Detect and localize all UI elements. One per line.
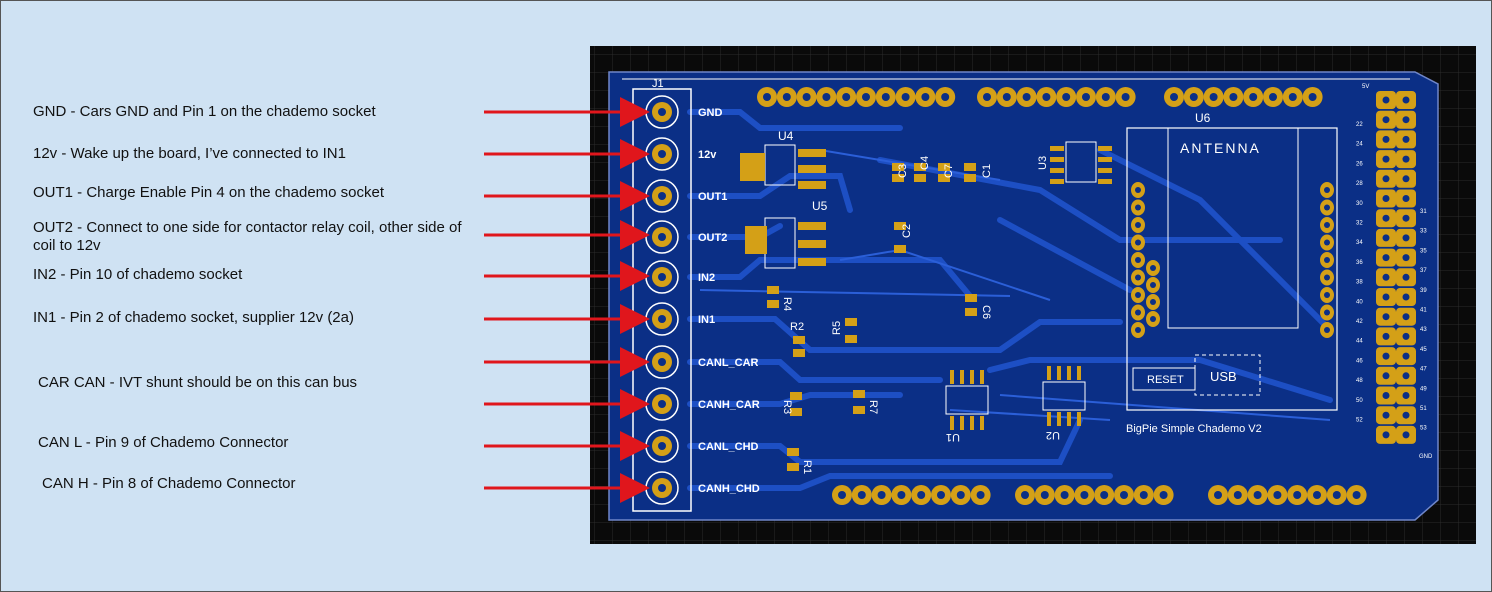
ic-u3 — [1050, 141, 1112, 184]
header-number: 52 — [1356, 418, 1363, 424]
header-number: 32 — [1356, 221, 1363, 227]
terminal-pin-label: CANL_CAR — [698, 357, 759, 369]
gnd-pin-label: GND — [1419, 454, 1433, 460]
label-in2: IN2 - Pin 10 of chademo socket — [33, 266, 243, 283]
header-number: 30 — [1356, 201, 1363, 207]
label-out2: OUT2 - Connect to one side for contactor… — [33, 219, 462, 254]
header-number: 41 — [1420, 308, 1427, 314]
header-number: 33 — [1420, 229, 1427, 235]
ref-r7: R7 — [867, 400, 879, 414]
header-number: 49 — [1420, 386, 1427, 392]
header-number: 48 — [1356, 378, 1363, 384]
header-number: 28 — [1356, 181, 1363, 187]
terminal-pin-label: CANL_CHD — [698, 441, 759, 453]
ref-r5: R5 — [831, 321, 843, 335]
label-can-l: CAN L - Pin 9 of Chademo Connector — [38, 434, 289, 451]
antenna-label: ANTENNA — [1180, 140, 1261, 156]
header-number: 34 — [1356, 240, 1363, 246]
header-number: 38 — [1356, 280, 1363, 286]
module-header-left — [1131, 182, 1160, 338]
terminal-pin-label: OUT2 — [698, 232, 727, 244]
ref-r1: R1 — [801, 460, 813, 474]
board-title: BigPie Simple Chademo V2 — [1126, 423, 1262, 435]
label-can-h: CAN H - Pin 8 of Chademo Connector — [42, 475, 296, 492]
terminal-pin-label: CANH_CHD — [698, 483, 760, 495]
capacitors-cluster — [892, 163, 976, 182]
header-number: 42 — [1356, 319, 1363, 325]
terminal-pin-label: 12v — [698, 149, 717, 161]
header-number: 43 — [1420, 327, 1427, 333]
header-number: 31 — [1420, 209, 1427, 215]
header-number: 40 — [1356, 299, 1363, 305]
annotation-arrows — [484, 97, 650, 503]
j1-ref: J1 — [652, 78, 664, 90]
ref-c6: C6 — [980, 305, 992, 319]
label-12v: 12v - Wake up the board, I’ve connected … — [33, 145, 346, 162]
header-top-comm — [1164, 87, 1323, 107]
terminal-pin-label: GND — [698, 107, 723, 119]
module-u6 — [1126, 127, 1338, 411]
header-right-digital — [1376, 91, 1416, 444]
label-gnd: GND - Cars GND and Pin 1 on the chademo … — [33, 103, 376, 120]
header-right-numbers: 22 24 26 28 30 32 34 36 38 40 42 44 46 48 50 52 31 33 35 37… — [1356, 122, 1427, 432]
ref-u5: U5 — [812, 199, 828, 213]
header-number: 44 — [1356, 339, 1363, 345]
ref-r3: R3 — [781, 400, 793, 414]
header-number: 22 — [1356, 122, 1363, 128]
header-number: 36 — [1356, 260, 1363, 266]
header-bottom-power — [832, 485, 991, 505]
terminal-pin-label: IN2 — [698, 272, 715, 284]
label-car-can: CAR CAN - IVT shunt should be on this ca… — [38, 374, 358, 391]
ref-r2: R2 — [790, 321, 804, 333]
header-number: 39 — [1420, 288, 1427, 294]
header-top-power — [757, 87, 956, 107]
label-out1: OUT1 - Charge Enable Pin 4 on the chadem… — [33, 184, 385, 201]
ref-c2: C2 — [901, 224, 913, 238]
header-number: 24 — [1356, 142, 1363, 148]
module-header-right — [1320, 182, 1334, 338]
header-number: 47 — [1420, 367, 1427, 373]
header-number: 51 — [1420, 406, 1427, 412]
ref-c4: C4 — [919, 156, 931, 170]
ref-u2: U2 — [1046, 429, 1060, 441]
header-number: 26 — [1356, 161, 1363, 167]
label-in1: IN1 - Pin 2 of chademo socket, supplier … — [33, 309, 354, 326]
header-number: 45 — [1420, 347, 1427, 353]
ic-u2 — [1042, 366, 1086, 426]
pcb-traces — [687, 109, 1333, 491]
ref-u1: U1 — [946, 431, 960, 443]
ic-u1 — [945, 370, 989, 430]
terminal-pin-label: IN1 — [698, 314, 715, 326]
header-number: 35 — [1420, 248, 1427, 254]
regulator-u5 — [745, 217, 826, 269]
usb-label: USB — [1210, 369, 1237, 384]
ref-u3: U3 — [1037, 156, 1049, 170]
header-number: 46 — [1356, 358, 1363, 364]
ref-c3: C3 — [897, 164, 909, 178]
ref-r4: R4 — [781, 297, 793, 311]
header-number: 53 — [1420, 426, 1427, 432]
regulator-u4 — [740, 144, 826, 189]
ref-c1: C1 — [981, 164, 993, 178]
header-top-digital — [977, 87, 1136, 107]
header-number: 37 — [1420, 268, 1427, 274]
5v-pin-label: 5V — [1362, 84, 1369, 90]
ref-c7: C7 — [943, 164, 955, 178]
reset-label: RESET — [1147, 374, 1184, 386]
ref-u6: U6 — [1195, 111, 1211, 125]
terminal-pin-label: CANH_CAR — [698, 399, 760, 411]
ref-u4: U4 — [778, 129, 794, 143]
header-number: 50 — [1356, 398, 1363, 404]
header-bottom-analog-low — [1015, 485, 1174, 505]
header-bottom-analog-high — [1208, 485, 1367, 505]
terminal-pin-label: OUT1 — [698, 191, 727, 203]
